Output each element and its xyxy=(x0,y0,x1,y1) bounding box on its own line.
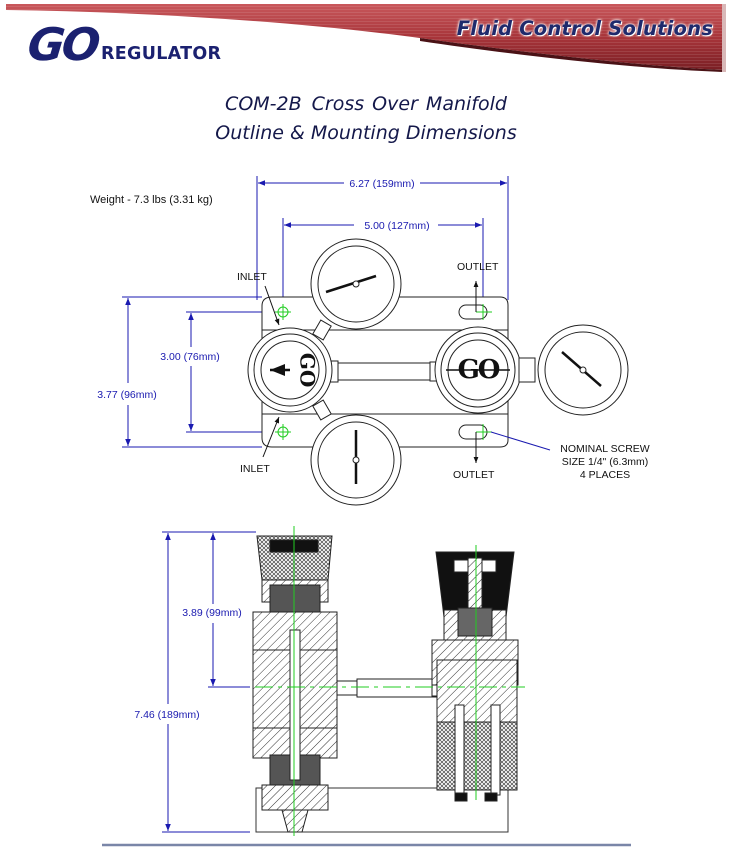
model-number: COM-2B xyxy=(225,93,302,115)
logo-regulator: REGULATOR xyxy=(101,44,222,64)
header-banner xyxy=(6,4,726,72)
dim-side-overall-height: 7.46 (189mm) xyxy=(134,531,256,833)
dim-hole-spacing-height-label: 3.00 (76mm) xyxy=(160,351,220,363)
dim-overall-height-label: 3.77 (96mm) xyxy=(97,389,157,401)
dim-side-port-height: 3.89 (99mm) xyxy=(182,533,250,688)
knob-logo: GO xyxy=(458,355,500,385)
mounting-hole xyxy=(275,424,291,440)
dim-hole-spacing-height: 3.00 (76mm) xyxy=(160,311,270,433)
gauge-top-left xyxy=(310,238,402,341)
left-regulator-knob: GO xyxy=(247,327,333,413)
tagline: Fluid Control Solutions xyxy=(456,17,713,40)
dim-overall-height: 3.77 (96mm) xyxy=(97,296,262,448)
left-regulator-section xyxy=(252,535,338,833)
dim-hole-spacing-width: 5.00 (127mm) xyxy=(282,218,484,306)
mounting-slot xyxy=(458,304,492,320)
mounting-slot xyxy=(458,424,492,440)
right-regulator-section xyxy=(431,551,519,802)
crossover-tube xyxy=(329,360,439,383)
outlet-label-bottom: OUTLET xyxy=(453,469,495,481)
screw-note-line1: NOMINAL SCREW xyxy=(560,443,650,455)
screw-note-line3: 4 PLACES xyxy=(580,469,630,481)
mounting-holes xyxy=(275,304,492,440)
inlet-label-top: INLET xyxy=(237,271,267,283)
mounting-hole xyxy=(275,304,291,320)
dim-overall-width-label: 6.27 (159mm) xyxy=(349,178,414,190)
page-subtitle: Outline & Mounting Dimensions xyxy=(215,122,517,144)
weight-label: Weight - 7.3 lbs (3.31 kg) xyxy=(90,194,213,206)
screw-note-line2: SIZE 1/4" (6.3mm) xyxy=(562,456,649,468)
page-title: COM-2B Cross Over Manifold xyxy=(0,93,732,115)
centerlines xyxy=(255,526,525,836)
right-regulator-knob: GO xyxy=(434,326,522,414)
dim-overall-width: 6.27 (159mm) xyxy=(256,176,509,300)
dim-side-overall-height-label: 7.46 (189mm) xyxy=(134,709,199,721)
dim-side-port-height-label: 3.89 (99mm) xyxy=(182,607,242,619)
screw-note: NOMINAL SCREW SIZE 1/4" (6.3mm) 4 PLACES xyxy=(490,431,650,481)
gauge-right xyxy=(518,324,629,416)
product-name: Cross Over Manifold xyxy=(311,93,507,115)
outlet-label-top: OUTLET xyxy=(457,261,499,273)
inlet-label-bottom: INLET xyxy=(240,463,270,475)
gauge-bottom-left xyxy=(310,399,402,506)
side-crossover-tube xyxy=(336,678,449,698)
dim-hole-spacing-width-label: 5.00 (127mm) xyxy=(364,220,429,232)
knob-logo: GO xyxy=(296,353,320,388)
